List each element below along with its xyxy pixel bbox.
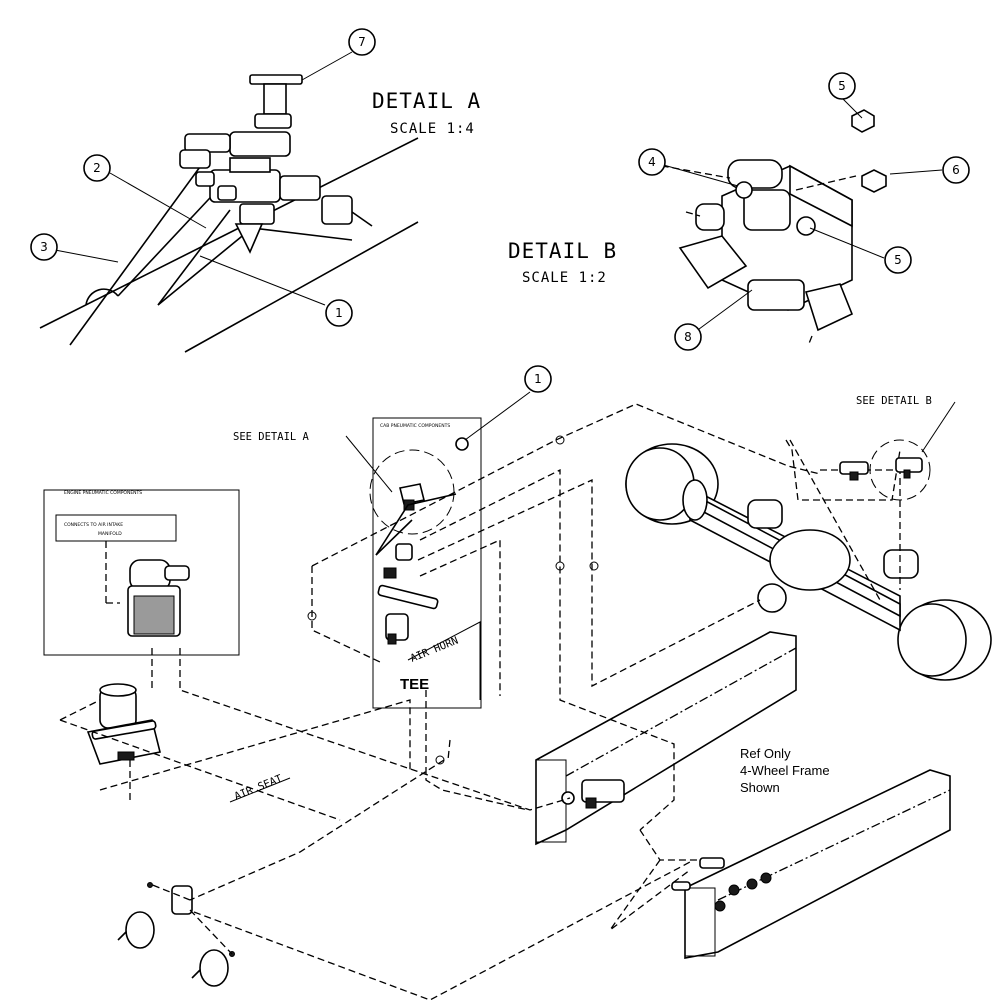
ref-only-note-line3: Shown [740, 780, 780, 795]
detail-a-title: DETAIL A [372, 89, 481, 113]
detail-b-scale: SCALE 1:2 [522, 270, 607, 286]
detail-a-view [39, 51, 419, 353]
svg-text:1: 1 [335, 306, 343, 320]
balloon-6-right: 6 [942, 156, 970, 184]
svg-text:8: 8 [684, 330, 692, 344]
svg-text:2: 2 [93, 161, 101, 175]
balloon-3: 1 [325, 299, 353, 327]
svg-text:7: 7 [358, 35, 366, 49]
see-detail-a-callout: SEE DETAIL A [233, 431, 310, 443]
svg-text:1: 1 [534, 372, 542, 386]
svg-text:5: 5 [894, 253, 902, 267]
balloon-5-left: 4 [638, 148, 666, 176]
ref-only-note-line2: 4-Wheel Frame [740, 763, 830, 778]
balloon-8: 8 [674, 323, 702, 351]
air-horn-label: AIR HORN [409, 635, 460, 665]
air-dryer [86, 683, 161, 765]
svg-text:ENGINE PNEUMATIC COMPONENTS: ENGINE PNEUMATIC COMPONENTS [64, 490, 142, 496]
detail-a-scale: SCALE 1:4 [390, 121, 475, 137]
detail-b-view [639, 97, 943, 347]
svg-text:5: 5 [838, 79, 846, 93]
ref-only-note-line1: Ref Only [740, 746, 791, 761]
balloon-7: 7 [348, 28, 376, 56]
balloon-5-right: 5 [884, 246, 912, 274]
balloon-1: 1 [524, 365, 552, 393]
tee-label: TEE [400, 676, 429, 693]
balloon-4: 3 [30, 233, 58, 261]
svg-text:CAB PNEUMATIC COMPONENTS: CAB PNEUMATIC COMPONENTS [380, 423, 450, 429]
svg-text:6: 6 [952, 163, 960, 177]
svg-text:MANIFOLD: MANIFOLD [98, 531, 122, 537]
balloon-6-top: 5 [828, 72, 856, 100]
cab-pneumatic-panel: CAB PNEUMATIC COMPONENTS [369, 417, 482, 709]
svg-text:4: 4 [648, 155, 656, 169]
svg-text:3: 3 [40, 240, 48, 254]
engine-pneumatic-panel: ENGINE PNEUMATIC COMPONENTS CONNECTS TO … [43, 489, 240, 656]
drive-axle [625, 443, 992, 681]
air-seat-springs [117, 882, 235, 987]
see-detail-b-callout: SEE DETAIL B [856, 395, 932, 407]
frame-fittings [561, 779, 772, 912]
detail-b-title: DETAIL B [508, 239, 617, 263]
detail-b-small-valve [839, 457, 923, 481]
balloon-2: 2 [83, 154, 111, 182]
svg-text:CONNECTS TO AIR INTAKE: CONNECTS TO AIR INTAKE [64, 522, 123, 528]
